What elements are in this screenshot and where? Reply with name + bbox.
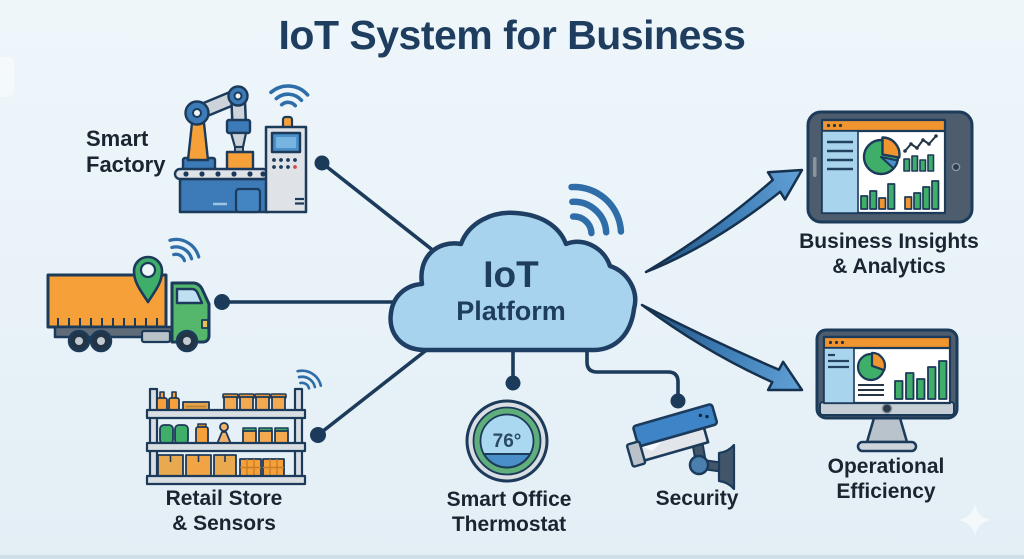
logistics-truck-illustration <box>46 255 211 353</box>
analytics-tablet-illustration <box>806 110 974 224</box>
thermostat-label: Smart Office Thermostat <box>446 488 572 536</box>
tablet-camera-icon <box>951 162 961 172</box>
operational-efficiency-label: Operational Efficiency <box>827 455 945 503</box>
cloud-platform-title: IoT <box>483 254 539 295</box>
cloud-shape <box>388 210 638 353</box>
arrow-to-insights <box>644 168 804 274</box>
diagram-title: IoT System for Business <box>278 12 746 58</box>
factory-wifi-icon <box>268 82 310 109</box>
bar-chart-icon <box>903 154 935 172</box>
arrow-to-efficiency <box>640 303 804 392</box>
security-label: Security <box>655 487 739 510</box>
smart-factory-illustration <box>173 85 308 214</box>
efficiency-monitor-illustration <box>815 328 959 453</box>
smart-factory-label: Smart Factory <box>86 126 166 177</box>
connector-dots <box>214 155 686 443</box>
security-camera-illustration <box>625 403 736 491</box>
business-insights-label: Business Insights & Analytics <box>799 230 979 278</box>
cloud-platform-subtitle: Platform <box>456 296 566 326</box>
corner-glare <box>0 57 14 97</box>
connector-security <box>585 345 680 394</box>
retail-store-label: Retail Store & Sensors <box>165 487 283 535</box>
thermostat-illustration: 76° <box>465 399 549 483</box>
bar-chart-icon <box>904 180 940 210</box>
cloud-wifi-icon <box>558 177 631 247</box>
bar-chart-icon <box>894 360 948 400</box>
connector-retail <box>316 339 440 437</box>
bottom-edge <box>0 555 1024 559</box>
bar-chart-icon <box>860 183 896 210</box>
truck-wifi-icon <box>163 232 204 268</box>
retail-shelf-illustration <box>145 387 307 486</box>
thermostat-temperature: 76° <box>493 431 522 452</box>
power-button-icon <box>881 403 893 414</box>
sparkle-icon <box>959 504 991 536</box>
